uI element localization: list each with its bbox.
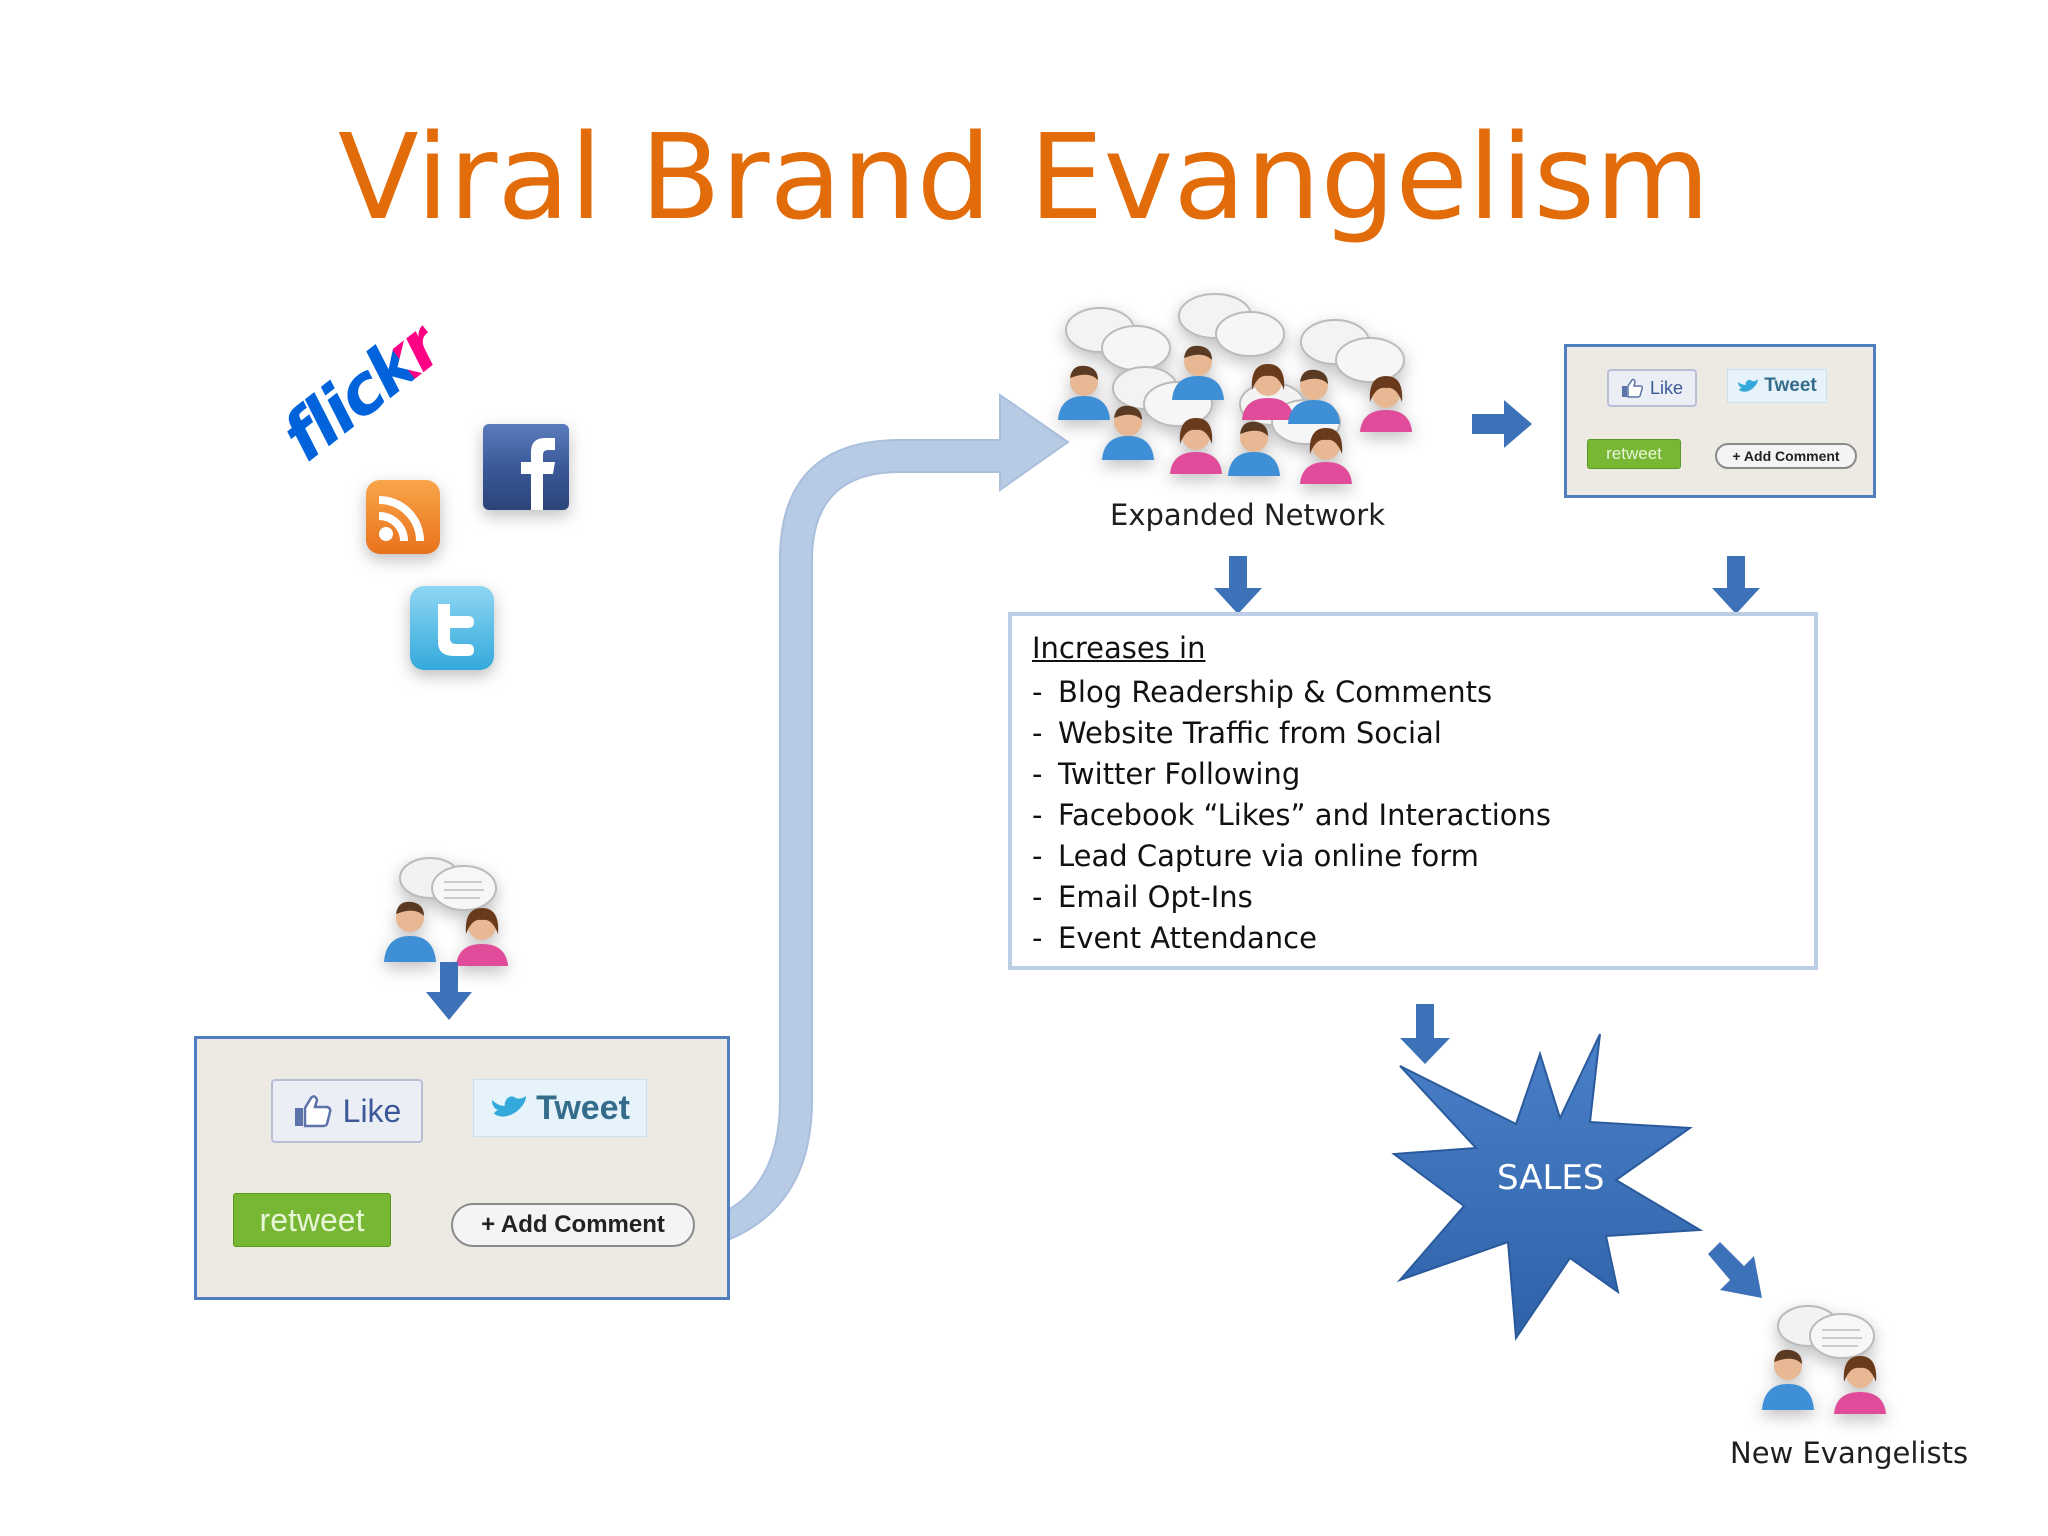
like-label: Like bbox=[342, 1092, 402, 1129]
add-comment-button[interactable]: + Add Comment bbox=[451, 1203, 695, 1247]
new-evangelists-label: New Evangelists bbox=[1730, 1436, 1969, 1470]
list-item: -Facebook “Likes” and Interactions bbox=[1032, 795, 1794, 836]
tweet-button-small[interactable]: Tweet bbox=[1727, 369, 1827, 403]
retweet-button-small[interactable]: retweet bbox=[1587, 439, 1681, 469]
down-arrow-icon bbox=[1214, 556, 1262, 614]
share-widget-panel-small: Like Tweet retweet + Add Comment bbox=[1564, 344, 1876, 498]
twitter-t-glyph bbox=[438, 604, 474, 656]
increases-heading: Increases in bbox=[1032, 631, 1206, 665]
bullet-dash: - bbox=[1032, 880, 1043, 914]
bullet-dash: - bbox=[1032, 757, 1043, 791]
thumbs-up-icon bbox=[294, 1095, 332, 1128]
rss-icon bbox=[366, 480, 440, 554]
list-item-text: Facebook “Likes” and Interactions bbox=[1058, 798, 1551, 832]
people-icons bbox=[1058, 345, 1412, 484]
sales-label: SALES bbox=[1497, 1158, 1605, 1198]
expanded-network-label: Expanded Network bbox=[1110, 498, 1386, 532]
bird-icon bbox=[1738, 379, 1759, 392]
like-label-small: Like bbox=[1649, 377, 1684, 398]
retweet-button[interactable]: retweet bbox=[233, 1193, 391, 1247]
list-item: -Website Traffic from Social bbox=[1032, 713, 1794, 754]
retweet-label-small: retweet bbox=[1606, 444, 1662, 463]
man-icon bbox=[1762, 1349, 1814, 1410]
facebook-f-glyph bbox=[521, 438, 555, 510]
down-arrow-icon bbox=[426, 962, 472, 1020]
woman-icon bbox=[1834, 1356, 1886, 1414]
down-arrow-icon bbox=[1400, 1004, 1450, 1064]
speech-bubble-icon bbox=[1777, 1305, 1875, 1359]
right-arrow-icon bbox=[1472, 400, 1532, 448]
woman-icon bbox=[456, 908, 508, 966]
tweet-button[interactable]: Tweet bbox=[473, 1079, 647, 1137]
speech-bubble-icon bbox=[399, 857, 497, 911]
bullet-dash: - bbox=[1032, 798, 1043, 832]
share-widget-panel: Like Tweet retweet + Add Comment bbox=[194, 1036, 730, 1300]
like-button[interactable]: Like bbox=[271, 1079, 423, 1143]
list-item-text: Lead Capture via online form bbox=[1058, 839, 1479, 873]
list-item-text: Blog Readership & Comments bbox=[1058, 675, 1493, 709]
list-item-text: Email Opt-Ins bbox=[1058, 880, 1253, 914]
slide-title: Viral Brand Evangelism bbox=[338, 108, 1710, 246]
people-pair-icon bbox=[384, 857, 508, 966]
tweet-label: Tweet bbox=[536, 1088, 630, 1127]
add-comment-label: + Add Comment bbox=[481, 1211, 665, 1238]
new-evangelists-icon bbox=[1762, 1305, 1886, 1414]
list-item: -Blog Readership & Comments bbox=[1032, 672, 1794, 713]
list-item: -Twitter Following bbox=[1032, 754, 1794, 795]
rss-glyph bbox=[378, 496, 424, 542]
facebook-icon bbox=[483, 424, 569, 510]
bullet-dash: - bbox=[1032, 839, 1043, 873]
list-item: -Email Opt-Ins bbox=[1032, 877, 1794, 918]
add-comment-button-small[interactable]: + Add Comment bbox=[1715, 443, 1857, 469]
list-item-text: Website Traffic from Social bbox=[1058, 716, 1442, 750]
retweet-label: retweet bbox=[259, 1201, 365, 1238]
down-arrow-icon bbox=[1712, 556, 1760, 614]
increases-box: Increases in -Blog Readership & Comments… bbox=[1008, 612, 1818, 970]
bird-icon bbox=[492, 1096, 527, 1117]
tweet-label-small: Tweet bbox=[1764, 375, 1817, 396]
list-item: -Lead Capture via online form bbox=[1032, 836, 1794, 877]
twitter-icon bbox=[410, 586, 494, 670]
list-item: -Event Attendance bbox=[1032, 918, 1794, 959]
bullet-dash: - bbox=[1032, 921, 1043, 955]
like-button-small[interactable]: Like bbox=[1607, 369, 1697, 407]
diagonal-arrow-icon bbox=[1708, 1242, 1762, 1298]
list-item-text: Event Attendance bbox=[1058, 921, 1317, 955]
expanded-network-crowd bbox=[1058, 293, 1412, 484]
bullet-dash: - bbox=[1032, 675, 1043, 709]
bullet-dash: - bbox=[1032, 716, 1043, 750]
man-icon bbox=[384, 901, 436, 962]
sales-burst-icon bbox=[1391, 1033, 1704, 1341]
list-item-text: Twitter Following bbox=[1058, 757, 1301, 791]
add-comment-label-small: + Add Comment bbox=[1732, 448, 1840, 464]
thumbs-up-icon bbox=[1621, 378, 1644, 398]
